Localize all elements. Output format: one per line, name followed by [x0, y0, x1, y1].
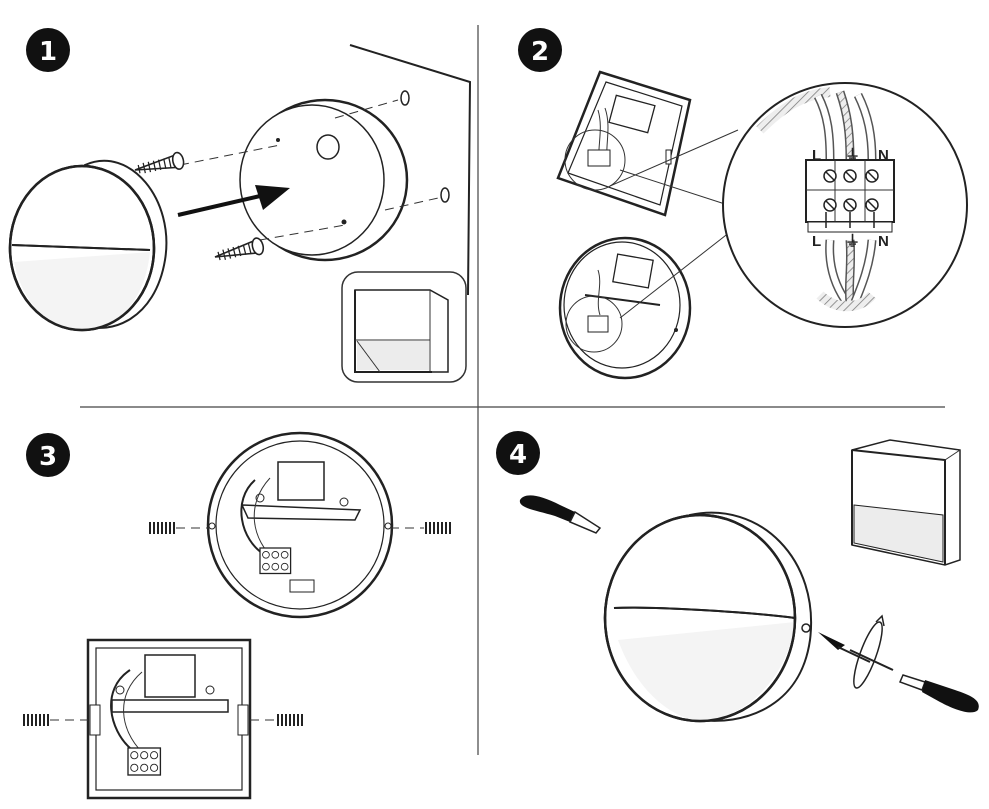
step-2-panel: 2: [518, 28, 968, 380]
tighten-arrow: [818, 614, 894, 689]
step-1-badge: 1: [26, 28, 70, 72]
spring-right-square: [275, 713, 305, 727]
wall-hole-bottom: [440, 187, 450, 203]
square-variant-inset: [341, 271, 467, 383]
step-3-number: 3: [39, 442, 57, 472]
step-2-number: 2: [531, 37, 549, 67]
step-4-panel: 4: [496, 431, 979, 723]
spring-left-square: [21, 713, 51, 727]
screwdriver-tightening-icon: [898, 674, 979, 713]
round-fixture-springs: [206, 431, 394, 619]
square-fixture-springs: [86, 638, 252, 800]
bottom-label-earth: ⏚: [845, 233, 860, 250]
bottom-label-live: L: [812, 233, 821, 250]
step-3-badge: 3: [26, 433, 70, 477]
mounting-screw-bottom: [212, 236, 266, 266]
spring-right-round: [423, 521, 453, 535]
step-2-badge: 2: [518, 28, 562, 72]
top-label-earth: ⏚: [845, 147, 860, 164]
step-4-number: 4: [509, 440, 527, 470]
step-1-number: 1: [39, 37, 57, 67]
wall-hole-top: [400, 90, 410, 106]
step-4-badge: 4: [496, 431, 540, 475]
screwdriver-icon: [519, 495, 602, 534]
bottom-label-neutral: N: [878, 233, 889, 250]
front-cover: [8, 159, 168, 332]
top-label-live: L: [812, 147, 821, 164]
round-fixture-closed: [603, 511, 813, 723]
round-fixture-open: [558, 236, 692, 380]
back-plate: [239, 98, 409, 262]
square-fixture-open: [556, 70, 692, 217]
square-fixture-closed: [851, 439, 961, 566]
step-3-panel: 3: [21, 431, 453, 800]
step-1-panel: 1: [8, 28, 472, 383]
wall: [349, 44, 472, 296]
mounting-screw-top: [132, 150, 186, 180]
spring-left-round: [147, 521, 177, 535]
top-label-neutral: N: [878, 147, 889, 164]
wiring-detail-circle: L ⏚ N L ⏚ N: [722, 82, 968, 328]
insert-arrow: [177, 185, 290, 217]
